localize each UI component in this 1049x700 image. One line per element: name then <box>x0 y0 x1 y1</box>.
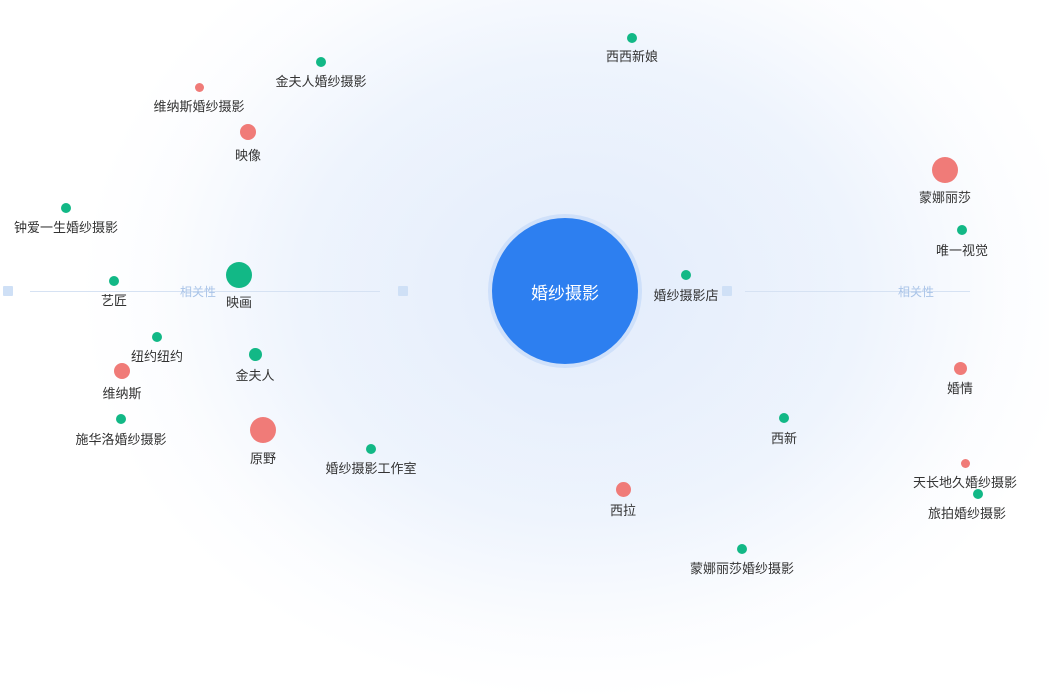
keyword-node-dot[interactable] <box>957 225 967 235</box>
keyword-node-dot[interactable] <box>116 414 126 424</box>
keyword-node-dot[interactable] <box>615 481 631 497</box>
keyword-node-label[interactable]: 金夫人 <box>235 369 275 384</box>
keyword-node-dot[interactable] <box>366 444 376 454</box>
keyword-node-label[interactable]: 金夫人婚纱摄影 <box>275 75 367 90</box>
keyword-node-dot[interactable] <box>240 124 256 140</box>
keyword-node-dot[interactable] <box>779 413 789 423</box>
keyword-node-label[interactable]: 唯一视觉 <box>935 244 989 259</box>
keyword-node-label[interactable]: 西拉 <box>609 504 637 519</box>
keyword-node-label[interactable]: 西新 <box>770 432 798 447</box>
keyword-node-label[interactable]: 映画 <box>225 296 253 311</box>
keyword-node-dot[interactable] <box>114 363 130 379</box>
keyword-node-label[interactable]: 天长地久婚纱摄影 <box>912 476 1018 491</box>
keyword-node-dot[interactable] <box>681 270 691 280</box>
keyword-node-dot[interactable] <box>61 203 71 213</box>
keyword-node-label[interactable]: 维纳斯 <box>102 387 142 402</box>
keyword-node-label[interactable]: 钟爱一生婚纱摄影 <box>13 221 119 236</box>
keyword-node-label[interactable]: 纽约纽约 <box>130 350 184 365</box>
keyword-node-dot[interactable] <box>152 332 162 342</box>
keyword-node-dot[interactable] <box>316 57 326 67</box>
keyword-node-dot[interactable] <box>627 33 637 43</box>
axis-tick-mid-right <box>722 286 732 296</box>
keyword-node-dot[interactable] <box>953 361 967 375</box>
keyword-node-label[interactable]: 艺匠 <box>100 294 128 309</box>
keyword-node-dot[interactable] <box>226 262 252 288</box>
keyword-node-label[interactable]: 原野 <box>249 452 277 467</box>
axis-label-left: 相关性 <box>180 285 217 299</box>
keyword-node-dot[interactable] <box>109 276 119 286</box>
keyword-node-label[interactable]: 蒙娜丽莎婚纱摄影 <box>689 562 795 577</box>
keyword-node-label[interactable]: 维纳斯婚纱摄影 <box>153 100 245 115</box>
center-node-label: 婚纱摄影 <box>531 283 599 304</box>
keyword-node-dot[interactable] <box>960 458 970 468</box>
relevance-axis-right <box>745 291 970 292</box>
keyword-node-dot[interactable] <box>250 417 276 443</box>
axis-tick-far-left <box>3 286 13 296</box>
keyword-node-dot[interactable] <box>737 544 747 554</box>
keyword-node-label[interactable]: 西西新娘 <box>605 50 659 65</box>
axis-tick-mid-left <box>398 286 408 296</box>
keyword-node-label[interactable]: 蒙娜丽莎 <box>918 191 972 206</box>
keyword-node-dot[interactable] <box>932 157 958 183</box>
keyword-node-label[interactable]: 施华洛婚纱摄影 <box>75 433 167 448</box>
keyword-node-label[interactable]: 婚纱摄影店 <box>653 289 719 304</box>
keyword-node-dot[interactable] <box>194 82 204 92</box>
keyword-node-label[interactable]: 婚纱摄影工作室 <box>325 462 417 477</box>
keyword-node-dot[interactable] <box>248 347 262 361</box>
keyword-node-dot[interactable] <box>973 489 983 499</box>
keyword-node-label[interactable]: 旅拍婚纱摄影 <box>927 507 1007 522</box>
axis-label-right: 相关性 <box>898 285 935 299</box>
center-node[interactable]: 婚纱摄影 <box>492 218 638 364</box>
relevance-axis-left <box>30 291 380 292</box>
keyword-node-label[interactable]: 婚情 <box>946 382 974 397</box>
keyword-node-label[interactable]: 映像 <box>234 149 262 164</box>
